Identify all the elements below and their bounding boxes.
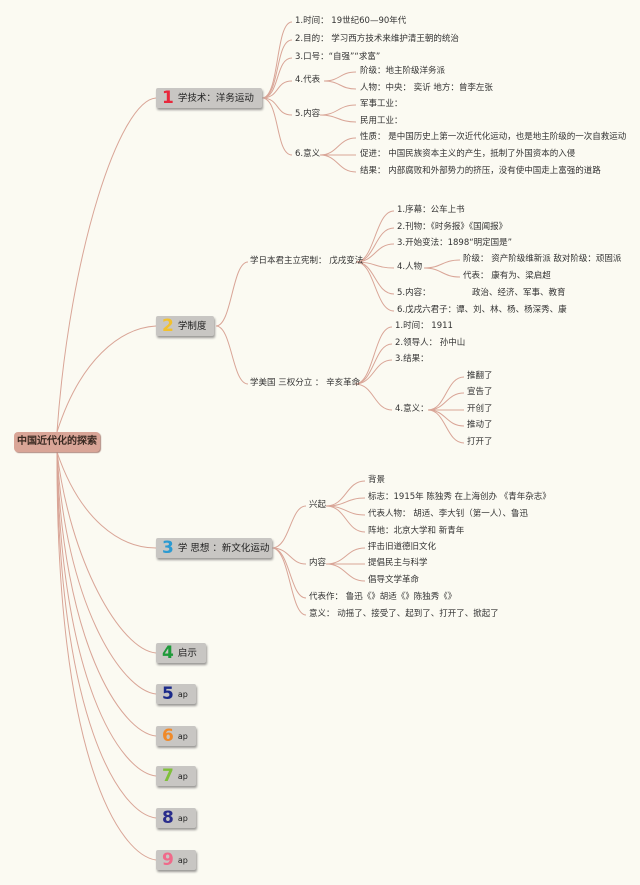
b2-xinhai-item-1: 1.时间： 1911 — [395, 321, 453, 331]
b3-content-3: 倡导文学革命 — [368, 575, 420, 585]
b2-wuxu-item-5: 5.内容： — [397, 288, 431, 298]
b2-wuxu-item-6: 6.戊戌六君子：谭、刘、林、杨、杨深秀、康 — [397, 305, 567, 315]
b3-rise-3: 代表人物： 胡适、李大钊（第一人）、鲁迅 — [368, 509, 528, 519]
link-root-b6 — [56, 451, 157, 737]
b1-rep-people: 人物：中央： 奕䜣 地方：曾李左张 — [360, 83, 493, 93]
b2-meaning-3: 开创了 — [467, 404, 493, 414]
b1-item-purpose: 2.目的： 学习西方技术来维护清王朝的统治 — [295, 34, 459, 44]
b1-meaning-nature: 性质： 是中国历史上第一次近代化运动，也是地主阶级的一次自救运动 — [360, 132, 627, 142]
b3-content-2: 提倡民主与科学 — [368, 558, 428, 568]
b2-xinhai-item-4: 4.意义： — [395, 404, 429, 414]
b3-works: 代表作： 鲁迅《》胡适《》陈独秀《》 — [309, 592, 457, 602]
b3-content-1: 抨击旧道德旧文化 — [368, 542, 437, 552]
b3-content: 内容 — [309, 558, 327, 568]
b1-item-content: 5.内容 — [295, 109, 321, 119]
b2-wuxu-item-3: 3.开始变法：1898“明定国是” — [397, 238, 513, 248]
b3-rise-4: 阵地：北京大学和 新青年 — [368, 526, 465, 536]
b2-meaning-5: 打开了 — [467, 437, 493, 447]
link-root-b8 — [56, 451, 157, 819]
b2-wuxu-item-1: 1.序幕：公车上书 — [397, 205, 465, 215]
link-root-b7 — [56, 451, 157, 777]
b2-meaning-2: 宣告了 — [467, 387, 493, 397]
b3-meaning: 意义： 动摇了、接受了、起到了、打开了、掀起了 — [309, 609, 499, 619]
b2-people-class: 阶级： 资产阶级维新派 敌对阶级：顽固派 — [463, 254, 622, 264]
b1-item-slogan: 3.口号：“自强”“求富” — [295, 52, 381, 62]
b1-content-civil: 民用工业： — [360, 116, 403, 126]
b2-meaning-4: 推动了 — [467, 420, 493, 430]
link-root-b4 — [56, 451, 157, 654]
b2-wuxu-item-2: 2.刊物：《时务报》《国闻报》 — [397, 222, 508, 232]
b2-people-rep: 代表： 康有为、梁启超 — [463, 271, 551, 281]
b1-meaning-promote: 促进： 中国民族资本主义的产生，抵制了外国资本的入侵 — [360, 149, 576, 159]
b2-wuxu-item-4: 4.人物 — [397, 262, 423, 272]
link-root-b9 — [56, 451, 157, 861]
root-node: 中国近代化的探索 — [14, 432, 100, 452]
b1-item-rep: 4.代表 — [295, 75, 321, 85]
link-root-b2 — [56, 325, 157, 433]
b1-item-meaning: 6.意义 — [295, 149, 321, 159]
b2-meaning-1: 推翻了 — [467, 371, 493, 381]
link-root-b1 — [56, 97, 157, 433]
b1-meaning-result: 结果： 内部腐败和外部势力的挤压，没有使中国走上富强的道路 — [360, 166, 601, 176]
b3-rise-2: 标志：1915年 陈独秀 在上海创办 《青年杂志》 — [368, 492, 551, 502]
b2-content-areas: 政治、经济、军事、教育 — [472, 288, 566, 298]
b1-item-time: 1.时间： 19世纪60—90年代 — [295, 16, 407, 26]
b2-xinhai-item-3: 3.结果： — [395, 354, 429, 364]
b2-xinhai-item-2: 2.领导人： 孙中山 — [395, 338, 466, 348]
link-root-b3 — [56, 451, 157, 549]
b2-sub-wuxu: 学日本君主立宪制： 戊戌变法 — [250, 256, 364, 266]
b2-sub-xinhai: 学美国 三权分立 ： 辛亥革命 — [250, 378, 361, 388]
b3-rise: 兴起 — [309, 500, 327, 510]
b1-rep-class: 阶级：地主阶级洋务派 — [360, 66, 446, 76]
b1-content-military: 军事工业： — [360, 99, 403, 109]
b3-rise-1: 背景 — [368, 475, 386, 485]
link-root-b5 — [56, 451, 157, 695]
